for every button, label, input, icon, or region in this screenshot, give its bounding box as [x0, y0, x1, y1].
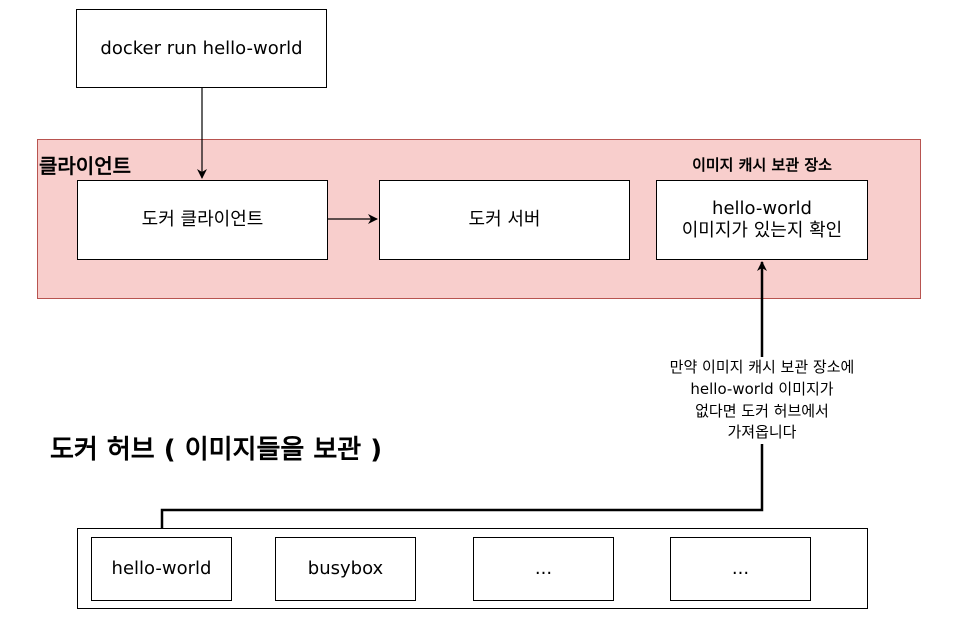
image-check-label: hello-world 이미지가 있는지 확인 — [681, 198, 843, 241]
client-region-title: 클라이언트 — [39, 154, 131, 178]
hub-image-label: busybox — [307, 558, 384, 580]
docker-server-box: 도커 서버 — [379, 180, 630, 260]
hub-image-placeholder: ... — [670, 537, 811, 601]
hub-image-busybox: busybox — [275, 537, 416, 601]
docker-hub-title: 도커 허브 ( 이미지들을 보관 ) — [50, 435, 383, 465]
docker-client-label: 도커 클라이언트 — [141, 209, 264, 231]
hub-image-label: hello-world — [111, 558, 212, 580]
pull-note: 만약 이미지 캐시 보관 장소에 hello-world 이미지가 없다면 도커… — [622, 357, 902, 444]
docker-server-label: 도커 서버 — [468, 209, 541, 231]
hub-image-hello-world: hello-world — [91, 537, 232, 601]
hub-image-placeholder: ... — [473, 537, 614, 601]
hub-image-label: ... — [731, 558, 750, 580]
command-label: docker run hello-world — [100, 37, 303, 59]
pull-note-text: 만약 이미지 캐시 보관 장소에 hello-world 이미지가 없다면 도커… — [669, 358, 855, 442]
image-cache-title: 이미지 캐시 보관 장소 — [692, 156, 832, 174]
docker-client-box: 도커 클라이언트 — [77, 180, 328, 260]
command-box: docker run hello-world — [76, 9, 327, 88]
image-check-box: hello-world 이미지가 있는지 확인 — [656, 180, 868, 260]
hub-image-label: ... — [534, 558, 553, 580]
